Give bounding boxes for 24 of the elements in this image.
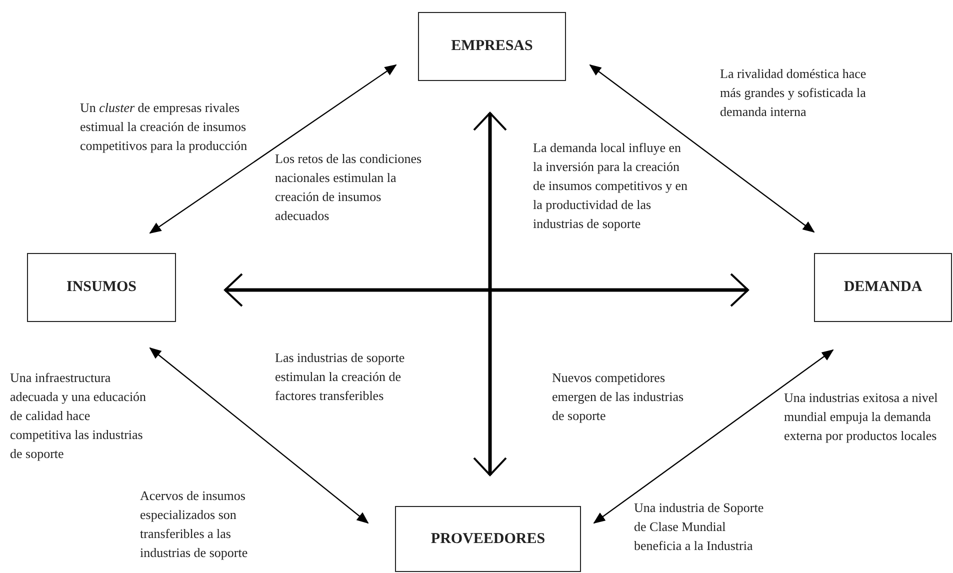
annotation-text: Nuevos competidores emergen de las industrias de soporte	[552, 369, 685, 425]
box-title: PROVEEDORES	[430, 530, 546, 548]
annotation-text: Las industrias de soporte estimulan la creación de factores transferibles	[275, 349, 406, 405]
annotation-text: Acervos de insumos especializados son transferibles a las industrias de soporte	[140, 487, 249, 562]
box-title: INSUMOS	[66, 279, 136, 296]
annotation-text: La demanda local influye en la inversión para la creación de insumos competitivos y en la productividad de las industrias de soporte	[533, 139, 689, 233]
double-arrow	[473, 112, 507, 476]
double-arrow	[149, 347, 369, 524]
annotation-text: Un cluster de empresas rivales estimual la creación de insumos competitivos para la producción	[80, 99, 248, 155]
double-arrow	[589, 64, 815, 233]
annotation-text: Una industrias exitosa a nivel mundial empuja la demanda externa por productos locales	[784, 389, 939, 445]
annotation-text: La rivalidad doméstica hace más grandes y sofisticada la demanda interna	[720, 65, 868, 121]
concept-box	[418, 12, 566, 81]
concept-box	[27, 253, 176, 322]
box-title: DEMANDA	[844, 279, 922, 296]
annotation-text: Una industria de Soporte de Clase Mundial beneficia a la Industria	[634, 499, 765, 555]
concept-box	[814, 253, 952, 322]
double-arrow	[593, 349, 834, 524]
annotation-text: Los retos de las condiciones nacionales estimulan la creación de insumos adecuados	[275, 150, 423, 225]
concept-box	[395, 506, 581, 572]
double-arrow	[224, 273, 749, 307]
double-arrow	[149, 64, 397, 234]
box-title: EMPRESAS	[451, 38, 533, 55]
annotation-text: Una infraestructura adecuada y una educación de calidad hace competitiva las industrias de soporte	[10, 369, 148, 463]
